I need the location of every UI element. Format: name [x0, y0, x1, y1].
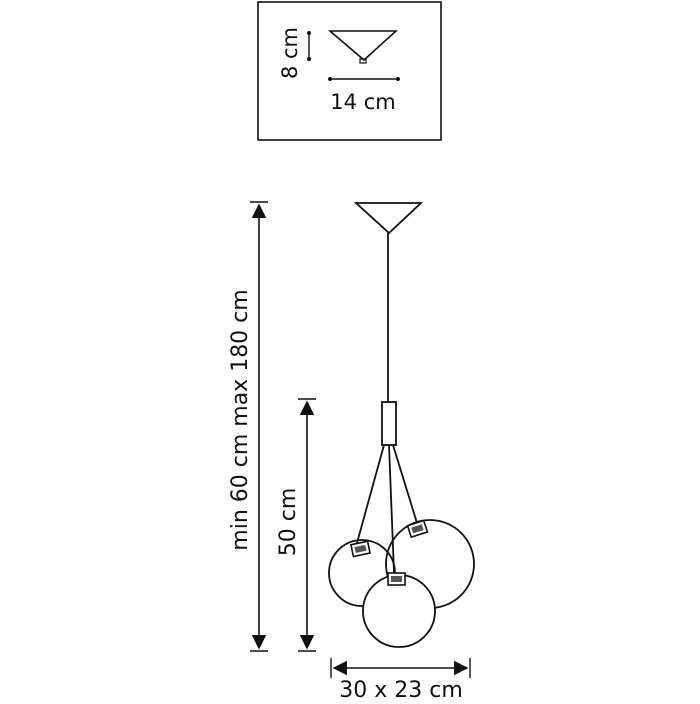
- canopy-detail-panel: 8 cm 14 cm: [257, 1, 442, 141]
- canopy-width-label: 14 cm: [330, 90, 395, 114]
- socket-right: [406, 519, 429, 539]
- total-height-dimension: min 60 cm max 180 cm: [228, 201, 268, 652]
- socket-left: [349, 540, 371, 558]
- canopy-width-marker-right: [396, 77, 400, 81]
- branch-cable-center: [388, 444, 395, 574]
- canopy-height-label: 8 cm: [278, 27, 302, 79]
- cluster-height-dimension: 50 cm: [276, 398, 316, 652]
- canopy-small-icon: [327, 30, 399, 62]
- footprint-dimension: 30 x 23 cm: [330, 658, 471, 703]
- branch-cable-right: [392, 444, 418, 524]
- cluster-height-label: 50 cm: [276, 488, 301, 557]
- total-height-label: min 60 cm max 180 cm: [228, 289, 253, 550]
- canopy-small-nipple: [359, 58, 367, 64]
- lamp-illustration: [328, 202, 475, 648]
- cord-connector: [381, 401, 397, 446]
- branch-cable-left: [356, 444, 385, 544]
- ceiling-canopy: [353, 202, 424, 235]
- footprint-label: 30 x 23 cm: [339, 678, 463, 700]
- socket-center: [387, 572, 406, 586]
- canopy-width-marker-left: [328, 77, 332, 81]
- canopy-height-marker-top: [307, 31, 311, 35]
- canopy-height-marker-bottom: [307, 57, 311, 61]
- canopy-detail-frame: [257, 1, 442, 141]
